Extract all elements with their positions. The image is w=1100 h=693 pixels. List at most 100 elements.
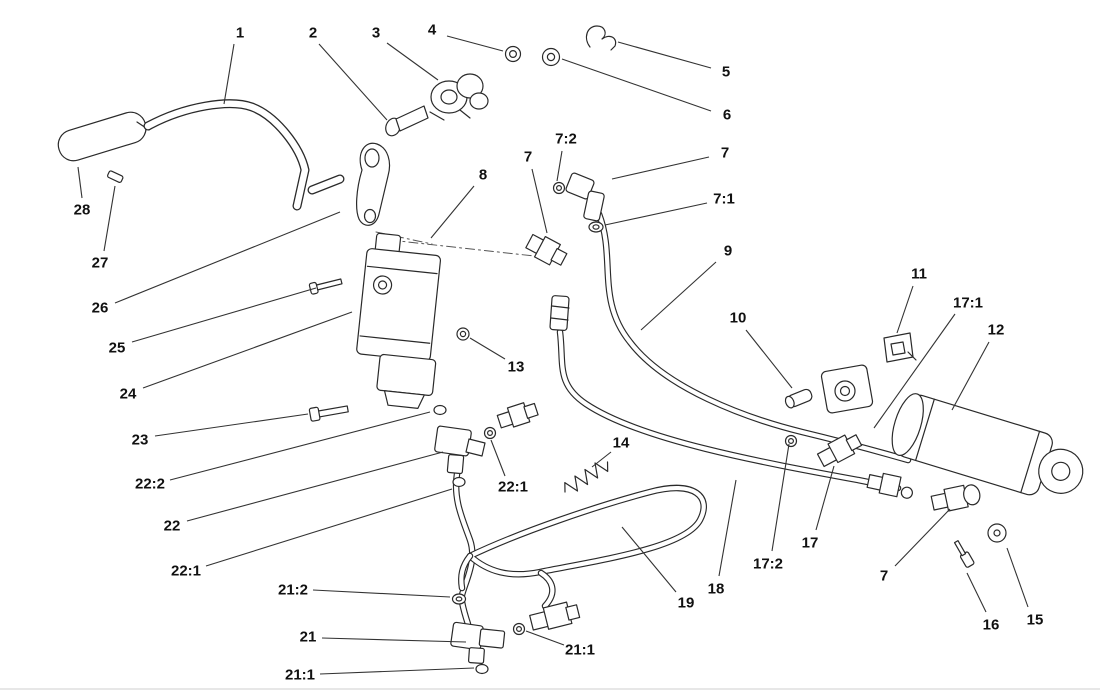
callout-leader-28: [77, 166, 83, 199]
callout-label-25: 25: [109, 340, 126, 357]
callout-label-6: 6: [723, 107, 731, 124]
callout-leader-22: [186, 451, 444, 522]
callout-label-7b: 7: [721, 145, 729, 162]
callout-leader-24: [142, 311, 353, 389]
callout-leader-3: [386, 42, 439, 81]
callout-leader-6: [561, 58, 712, 112]
callout-leader-11: [896, 285, 914, 334]
callout-leader-19: [621, 526, 677, 593]
handle-grip: [57, 111, 150, 162]
callout-label-8: 8: [479, 167, 487, 184]
callout-leader-27: [103, 185, 116, 252]
callout-label-21-1b: 21:1: [565, 642, 595, 659]
callout-label-22-2: 22:2: [135, 476, 165, 493]
callout-label-4: 4: [428, 22, 437, 39]
callout-label-22: 22: [164, 518, 181, 535]
callout-label-1: 1: [236, 25, 244, 42]
callout-label-27: 27: [92, 255, 109, 272]
callout-leader-25: [131, 287, 317, 343]
washer-6: [541, 47, 561, 67]
callout-label-12: 12: [988, 322, 1005, 339]
callout-label-22-1b: 22:1: [498, 479, 528, 496]
callout-leader-17-1: [873, 313, 956, 429]
callout-leader-14: [591, 451, 612, 468]
fitting-straight-21: [529, 601, 581, 631]
callout-label-7-1: 7:1: [713, 191, 735, 208]
fitting-vertical: [549, 295, 570, 331]
bolt-16: [953, 540, 975, 568]
callout-leader-17: [815, 465, 835, 531]
callout-leader-21: [321, 637, 467, 643]
callout-label-14: 14: [613, 435, 630, 452]
callout-leader-13: [469, 337, 506, 360]
callout-leader-22-1b: [490, 439, 506, 477]
callout-label-10: 10: [730, 310, 747, 327]
callout-leader-7c: [894, 508, 951, 567]
callout-label-11: 11: [911, 266, 927, 283]
clip-27: [107, 170, 124, 183]
washer-15: [987, 523, 1007, 543]
centerline: [375, 231, 553, 259]
callout-leader-18: [718, 479, 737, 577]
callout-label-2: 2: [309, 25, 317, 42]
fitting-17: [816, 434, 863, 468]
hose-21-down: [452, 470, 476, 628]
callout-label-5: 5: [722, 64, 730, 81]
callout-label-3: 3: [372, 25, 380, 42]
bolt-23: [308, 405, 349, 422]
callout-label-13: 13: [508, 359, 525, 376]
callout-label-7a: 7: [524, 149, 532, 166]
callout-leader-8: [430, 185, 475, 239]
callout-leader-7-1: [604, 202, 708, 226]
callout-leader-10: [745, 329, 793, 389]
callout-label-21: 21: [300, 629, 317, 646]
ring-17-2: [784, 434, 798, 448]
callout-label-24: 24: [120, 386, 137, 403]
callout-label-17-2: 17:2: [753, 556, 783, 573]
handle-tube: [143, 99, 345, 211]
hose-9: [595, 210, 912, 464]
fitting-7-bottom: [930, 484, 981, 512]
hose-19-loop: [458, 484, 707, 610]
callout-leader-15: [1006, 547, 1029, 608]
callout-label-18: 18: [708, 581, 725, 598]
elbow-fitting-7-top: [552, 172, 605, 233]
callout-leader-4: [446, 35, 504, 52]
callout-label-21-1a: 21:1: [285, 667, 315, 684]
callout-leader-7-2: [556, 150, 563, 182]
callout-label-16: 16: [983, 617, 1000, 634]
clip-5: [585, 25, 617, 51]
callout-leader-16: [966, 572, 987, 613]
control-valve: [356, 232, 442, 409]
callout-leader-2: [318, 43, 388, 121]
callout-label-26: 26: [92, 300, 109, 317]
callout-leader-22-1a: [205, 488, 453, 567]
fitting-2: [385, 105, 429, 137]
callout-label-17: 17: [802, 535, 819, 552]
bolt-25: [308, 278, 343, 295]
callout-leader-1: [223, 43, 235, 105]
callout-label-23: 23: [132, 432, 149, 449]
callout-leader-22-2: [169, 411, 431, 481]
pivot-block-17-1: [820, 364, 874, 414]
callout-label-22-1a: 22:1: [171, 563, 201, 580]
callout-leader-9: [640, 261, 717, 331]
fitting-7-left: [525, 233, 568, 266]
callout-leader-21-1a: [319, 667, 475, 675]
pin-10: [784, 388, 813, 409]
callout-label-7-2: 7:2: [555, 131, 577, 148]
callout-label-28: 28: [74, 202, 91, 219]
callout-leader-21-2: [312, 589, 451, 598]
callout-leader-23: [154, 413, 309, 437]
callout-leader-17-2: [771, 443, 790, 552]
callout-leader-12: [951, 341, 990, 411]
callout-label-9: 9: [724, 243, 732, 260]
bracket-11: [883, 332, 917, 363]
spring-14: [564, 461, 609, 493]
callout-label-19: 19: [678, 595, 695, 612]
fitting-cluster-22: [496, 402, 539, 429]
callout-leader-7a: [531, 168, 548, 234]
